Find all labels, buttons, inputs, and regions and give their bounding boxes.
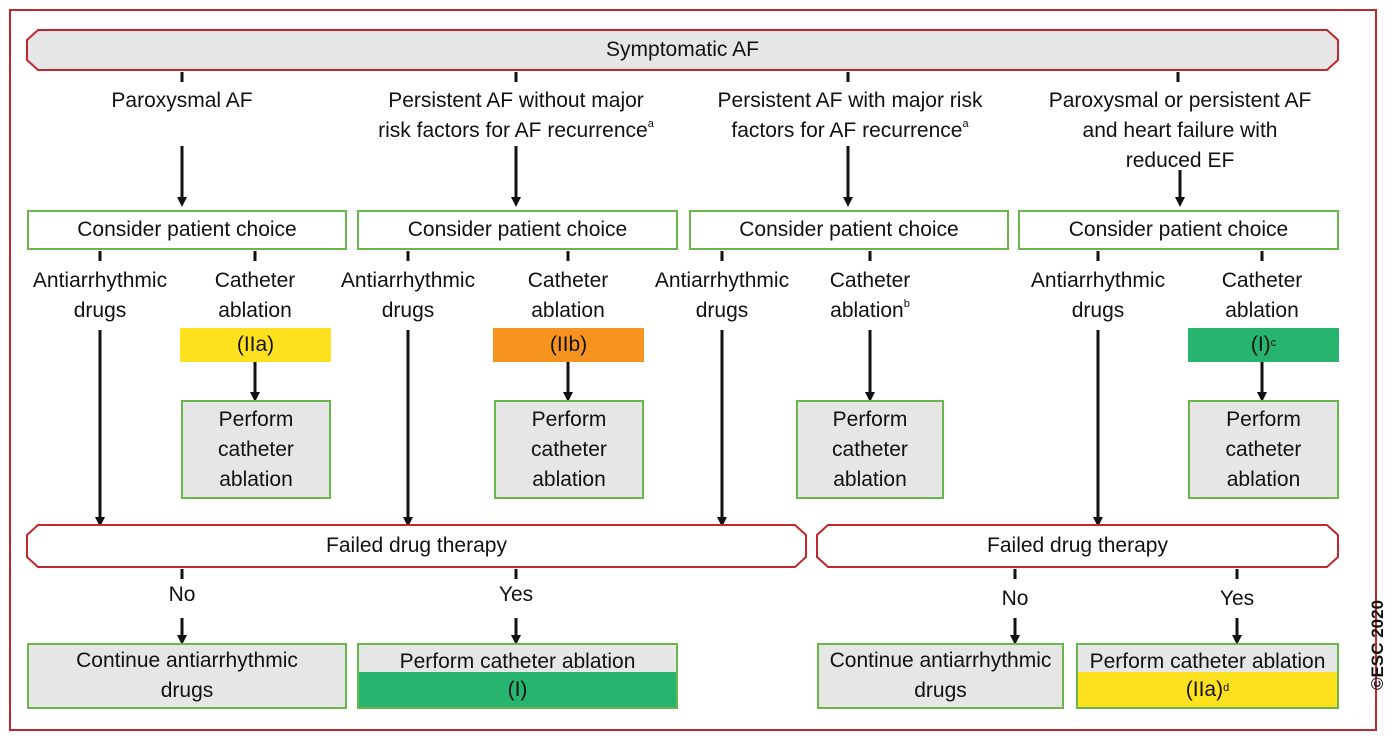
perform-catheter-ablation-box: Perform catheter ablation — [181, 400, 331, 499]
no-label: No — [1001, 587, 1029, 610]
column-label-persistent-no-risk-line1: Persistent AF without major — [388, 89, 644, 112]
consider-patient-choice-box: Consider patient choice — [27, 210, 347, 250]
failed-banner-right — [816, 524, 1339, 568]
continue-line1: Continue antiarrhythmic — [829, 649, 1052, 672]
title-banner — [26, 29, 1339, 71]
perform-catheter-ablation-label: Perform catheter ablation — [1089, 649, 1326, 673]
catheter-ablation-label-line1: Catheter — [829, 269, 911, 292]
perform-line3: ablation — [1226, 467, 1301, 491]
continue-antiarrhythmic-drugs-box: Continue antiarrhythmic drugs — [817, 643, 1064, 709]
recommendation-class-iia-band: (IIa) — [180, 328, 331, 362]
perform-catheter-ablation-box: Perform catheter ablation — [1188, 400, 1339, 499]
footnote-a: a — [647, 118, 654, 130]
perform-line1: Perform — [1226, 407, 1301, 431]
recommendation-class-i-band: (I)c — [1188, 328, 1339, 362]
antiarrhythmic-label-line1: Antiarrhythmic — [32, 269, 168, 292]
perform-catheter-ablation-class-i-box: Perform catheter ablation (I) — [357, 643, 678, 709]
antiarrhythmic-label-line1: Antiarrhythmic — [340, 269, 476, 292]
failed-banner-left — [26, 524, 807, 568]
perform-line2: catheter — [531, 437, 607, 461]
antiarrhythmic-label-line2: drugs — [695, 299, 749, 322]
perform-line1: Perform — [218, 407, 294, 431]
perform-catheter-ablation-label: Perform catheter ablation — [399, 649, 636, 673]
figure-frame — [9, 9, 1377, 731]
yes-label: Yes — [498, 583, 534, 606]
recommendation-class-iia-band: (IIa)d — [1078, 672, 1337, 707]
perform-line2: catheter — [1225, 437, 1302, 461]
failed-drug-therapy-label: Failed drug therapy — [987, 534, 1168, 557]
footnote-a: a — [962, 118, 969, 130]
column-label-persistent-risk-line2: factors for AF recurrencea — [731, 118, 969, 143]
column-label-persistent-risk-line1: Persistent AF with major risk — [717, 89, 983, 112]
title: Symptomatic AF — [606, 38, 759, 61]
consider-patient-choice-box: Consider patient choice — [357, 210, 678, 250]
antiarrhythmic-label-line1: Antiarrhythmic — [1030, 269, 1166, 292]
catheter-ablation-label-line1: Catheter — [1221, 269, 1303, 292]
antiarrhythmic-label-line2: drugs — [381, 299, 435, 322]
catheter-ablation-label-line1: Catheter — [214, 269, 296, 292]
catheter-ablation-label-line2: ablation — [1225, 299, 1299, 322]
catheter-ablation-label-line2: ablation — [531, 299, 605, 322]
perform-line1: Perform — [832, 407, 908, 431]
perform-catheter-ablation-class-iia-box: Perform catheter ablation (IIa)d — [1076, 643, 1339, 709]
continue-antiarrhythmic-drugs-box: Continue antiarrhythmic drugs — [27, 643, 347, 709]
column-label-paroxysmal: Paroxysmal AF — [111, 89, 253, 112]
continue-line2: drugs — [160, 679, 214, 702]
perform-catheter-ablation-box: Perform catheter ablation — [494, 400, 644, 499]
perform-line2: catheter — [832, 437, 908, 461]
antiarrhythmic-label-line2: drugs — [1071, 299, 1125, 322]
copyright-notice: ©ESC 2020 — [1368, 599, 1387, 690]
failed-drug-therapy-label: Failed drug therapy — [326, 534, 507, 557]
column-label-hf-line1: Paroxysmal or persistent AF — [1048, 89, 1312, 112]
perform-line3: ablation — [219, 467, 293, 491]
footnote-b: b — [903, 298, 910, 310]
recommendation-class-i-band: (I) — [359, 672, 676, 707]
continue-line1: Continue antiarrhythmic — [76, 649, 298, 672]
catheter-ablation-label-line2: ablation — [218, 299, 292, 322]
consider-patient-choice-box: Consider patient choice — [1018, 210, 1339, 250]
column-label-persistent-no-risk-line2: risk factors for AF recurrencea — [378, 118, 654, 143]
no-label: No — [168, 583, 196, 606]
catheter-ablation-label-line1: Catheter — [527, 269, 609, 292]
consider-patient-choice-box: Consider patient choice — [689, 210, 1009, 250]
perform-line1: Perform — [531, 407, 607, 431]
yes-label: Yes — [1219, 587, 1255, 610]
perform-line3: ablation — [532, 467, 606, 491]
continue-line2: drugs — [914, 679, 967, 702]
perform-line3: ablation — [833, 467, 907, 491]
perform-line2: catheter — [218, 437, 294, 461]
column-label-hf-line3: reduced EF — [1125, 149, 1235, 172]
antiarrhythmic-label-line2: drugs — [73, 299, 127, 322]
column-label-hf-line2: and heart failure with — [1082, 119, 1278, 142]
perform-catheter-ablation-box: Perform catheter ablation — [796, 400, 944, 499]
recommendation-class-iib-band: (IIb) — [493, 328, 644, 362]
antiarrhythmic-label-line1: Antiarrhythmic — [654, 269, 790, 292]
catheter-ablation-label-line2: ablationb — [830, 298, 910, 323]
